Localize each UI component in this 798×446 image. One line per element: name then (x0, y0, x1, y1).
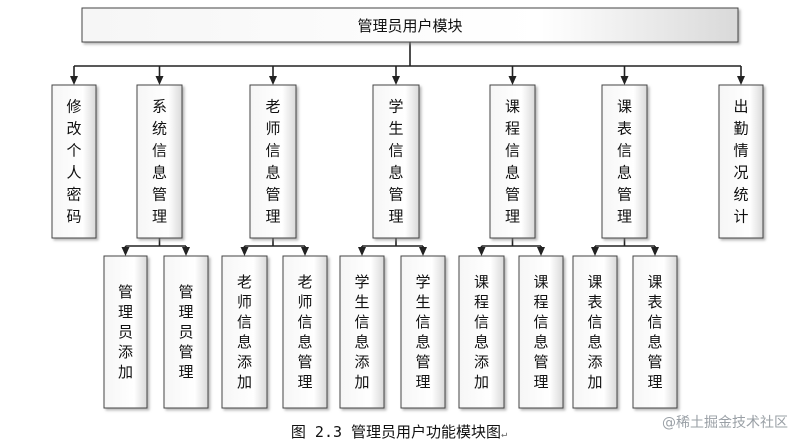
module-label-n4: 学生信息管理 (388, 98, 403, 226)
connector-lines (70, 42, 745, 256)
arrow-head-n1 (70, 76, 78, 85)
paragraph-mark: ↵ (501, 429, 508, 440)
arrow-head-n5 (508, 76, 517, 85)
submodule-label-c7: 课程信息添加 (474, 273, 489, 391)
submodule-label-c3: 老师信息添加 (237, 273, 252, 391)
root-box (81, 7, 739, 43)
child-arrow-head-c9 (591, 247, 599, 256)
submodule-label-c1: 管理员添加 (118, 283, 133, 381)
submodule-box-c2 (163, 255, 209, 409)
submodule-label-c10: 课表信息管理 (647, 273, 662, 391)
figure-caption: 图 2.3 管理员用户功能模块图↵ (0, 421, 798, 442)
child-arrow-head-c4 (301, 247, 309, 256)
root-label: 管理员用户模块 (357, 17, 462, 35)
module-label-n1: 修改个人密码 (66, 98, 81, 226)
submodule-box-c6 (400, 255, 446, 409)
arrow-head-n3 (269, 76, 277, 85)
submodule-label-c9: 课表信息添加 (587, 273, 602, 391)
module-box-n4 (372, 84, 420, 239)
module-label-n3: 老师信息管理 (265, 98, 280, 226)
submodule-box-c1 (103, 255, 148, 409)
module-box-n3 (249, 84, 297, 239)
module-box-n7 (718, 84, 764, 239)
child-arrow-head-c2 (182, 247, 190, 256)
submodule-label-c5: 学生信息添加 (354, 273, 369, 391)
child-arrow-head-c1 (121, 247, 130, 256)
module-label-n2: 系统信息管理 (152, 98, 167, 226)
module-boxes: 管理员用户模块修改个人密码系统信息管理老师信息管理学生信息管理课程信息管理课表信… (51, 7, 764, 409)
arrow-head-n6 (620, 76, 629, 85)
submodule-box-c4 (282, 255, 328, 409)
module-box-n6 (601, 84, 648, 239)
submodule-box-c8 (518, 255, 564, 409)
arrow-head-n2 (155, 76, 164, 85)
submodule-label-c4: 老师信息管理 (297, 273, 312, 391)
child-arrow-head-c5 (358, 247, 366, 256)
submodule-label-c2: 管理员管理 (178, 283, 193, 381)
submodule-box-c3 (221, 255, 268, 409)
submodule-box-c7 (458, 255, 505, 409)
arrow-head-n7 (737, 76, 745, 85)
child-arrow-head-c6 (419, 247, 427, 256)
child-arrow-head-c7 (477, 247, 486, 256)
watermark-text: @稀土掘金技术社区 (662, 415, 788, 431)
module-box-n2 (136, 84, 183, 239)
child-arrow-head-c10 (651, 247, 659, 256)
submodule-label-c8: 课程信息管理 (533, 273, 548, 391)
submodule-box-c9 (572, 255, 618, 409)
submodule-box-c5 (339, 255, 385, 409)
child-arrow-head-c8 (537, 247, 545, 256)
module-box-n5 (489, 84, 536, 239)
submodule-label-c6: 学生信息管理 (415, 273, 430, 391)
module-label-n5: 课程信息管理 (505, 98, 520, 226)
arrow-head-n4 (392, 76, 400, 85)
caption-text: 图 2.3 管理员用户功能模块图 (290, 423, 502, 441)
child-arrow-head-c3 (240, 247, 249, 256)
module-label-n7: 出勤情况统计 (733, 98, 748, 226)
module-box-n1 (51, 84, 97, 239)
module-label-n6: 课表信息管理 (617, 98, 632, 226)
submodule-box-c10 (632, 255, 678, 409)
